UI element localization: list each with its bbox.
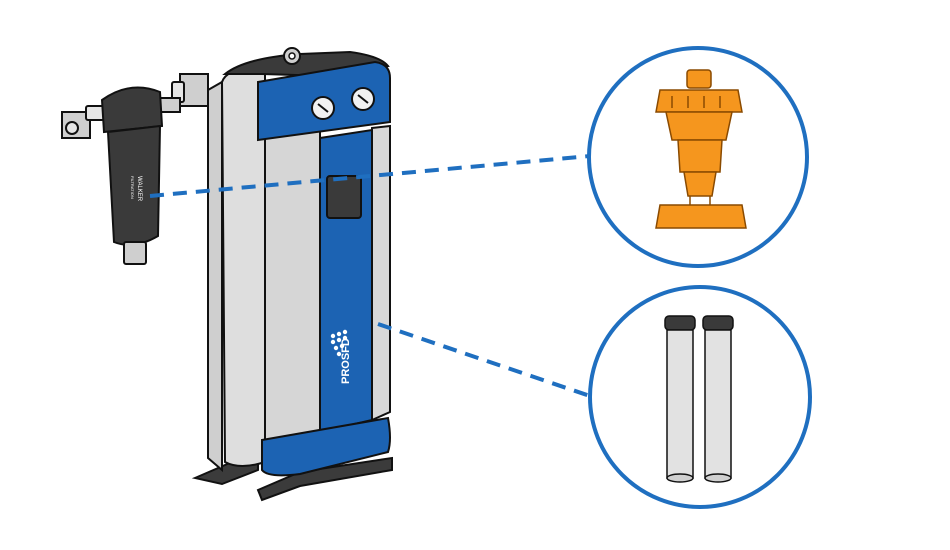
product-name-label: PROSFD [340,338,352,384]
orange-silencer-icon [655,69,747,229]
filter-brand-line2: FILTRATION [130,176,135,199]
filter-cartridge-right-icon [702,315,734,483]
callout-leader-lines [149,154,591,398]
dryer-column-left [264,86,321,447]
callout-circle-cartridges [588,285,812,509]
filter-housing: WALKER FILTRATION [100,86,164,265]
control-display [326,175,362,219]
filter-cartridge-left-icon [664,315,696,483]
dryer-unit: PROSFD [191,47,393,502]
dryer-left-edge [207,80,223,473]
filter-drain [123,241,147,265]
callout-cartridges [588,285,812,509]
leader-line-silencer [149,154,591,198]
inlet-fittings [61,73,209,139]
filter-brand-line1: WALKER [136,176,142,202]
dryer-bottom-blue-band [261,416,391,477]
pressure-gauge-right [351,87,375,111]
filter-head [100,86,164,134]
callout-silencer [587,46,809,268]
leader-line-cartridges [377,322,591,398]
pressure-gauge-left [311,96,335,120]
prosfd-logo-icon [330,329,348,357]
dryer-base-rear [191,461,259,486]
dryer-column-right [371,124,391,422]
